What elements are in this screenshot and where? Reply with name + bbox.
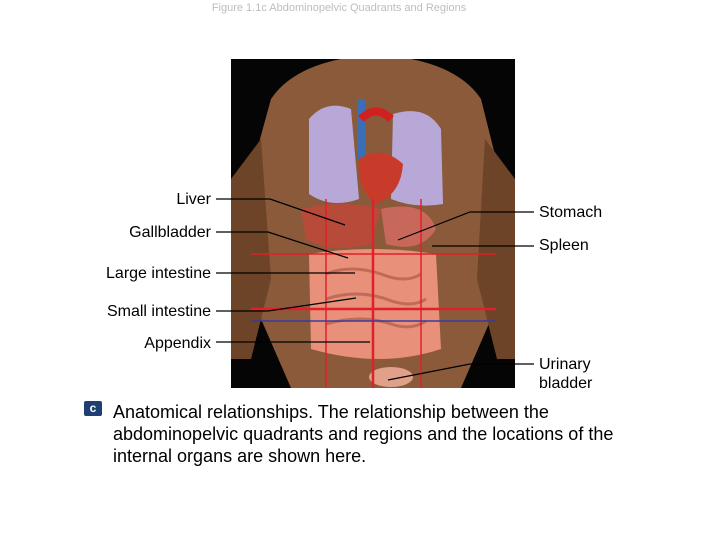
figure-title: Figure 1.1c Abdominopelvic Quadrants and… (211, 2, 467, 14)
label-urinary-bladder-line1: Urinary (539, 356, 591, 373)
label-urinary-bladder-line2: bladder (539, 375, 593, 392)
panel-badge: c (84, 401, 102, 416)
leader-small-intestine (216, 297, 357, 312)
leader-stomach (397, 211, 534, 241)
leader-liver (216, 198, 346, 226)
label-gallbladder: Gallbladder (129, 224, 211, 241)
label-appendix: Appendix (144, 335, 211, 352)
figure-caption: Anatomical relationships. The relationsh… (113, 402, 614, 466)
leader-urinary-bladder (387, 363, 534, 381)
label-stomach: Stomach (539, 204, 603, 221)
label-spleen: Spleen (539, 237, 589, 254)
label-liver: Liver (176, 191, 211, 208)
anatomy-illustration (231, 59, 515, 388)
label-small-intestine: Small intestine (106, 303, 211, 320)
label-large-intestine: Large intestine (106, 265, 211, 282)
leader-gallbladder (216, 231, 349, 259)
